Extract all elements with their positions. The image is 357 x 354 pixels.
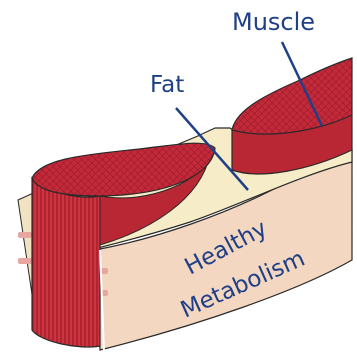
right-muscle-top xyxy=(232,58,352,134)
fat-label: Fat xyxy=(150,72,184,98)
left-muscle-front xyxy=(32,178,100,347)
fiber-mark xyxy=(18,232,32,238)
fiber-mark xyxy=(18,258,32,264)
muscle-label: Muscle xyxy=(232,8,315,36)
